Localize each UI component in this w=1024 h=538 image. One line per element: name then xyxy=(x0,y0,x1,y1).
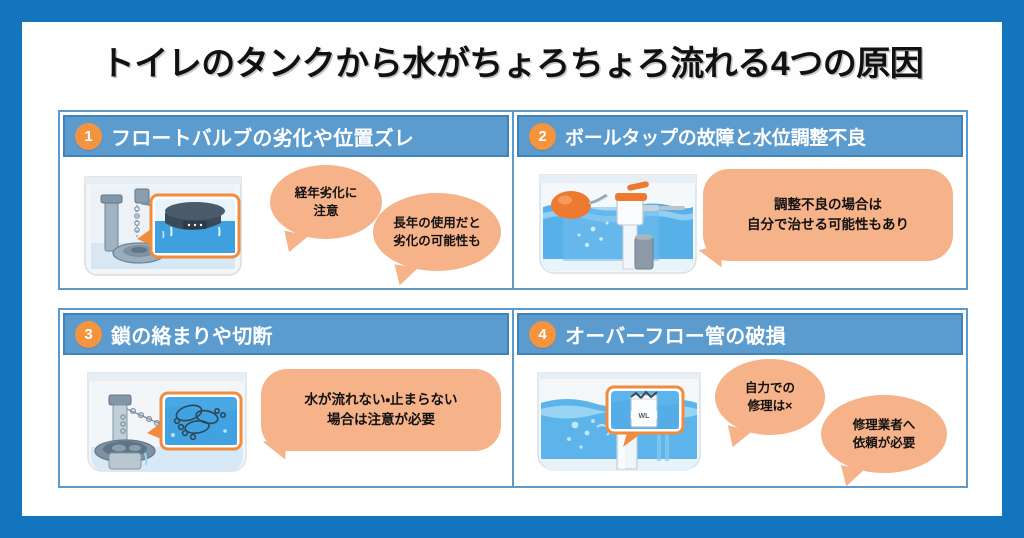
card-1-bubble-1: 経年劣化に 注意 xyxy=(270,165,382,256)
bubble-tail xyxy=(722,425,753,451)
cause-card-4: 4 オーバーフロー管の破損 xyxy=(512,308,968,489)
chain-illustration xyxy=(81,361,253,477)
svg-text:WL: WL xyxy=(639,413,651,420)
content-panel: トイレのタンクから水がちょろちょろ流れる4つの原因 1 フロートバルブの劣化や位… xyxy=(22,22,1002,516)
card-1-number-badge: 1 xyxy=(75,122,102,150)
card-2-header: 2 ボールタップの故障と水位調整不良 xyxy=(517,115,963,157)
card-4-bubble-2-text: 修理業者へ 依頼が必要 xyxy=(852,417,916,450)
bubble-tail xyxy=(280,230,309,256)
card-1-bubble-2: 長年の使用だと 劣化の可能性も xyxy=(373,193,501,288)
card-4-title: オーバーフロー管の破損 xyxy=(565,325,786,348)
card-4-bubble-1-text: 自力での 修理は× xyxy=(744,380,795,413)
overflow-pipe-illustration: WL xyxy=(531,359,707,477)
card-3-body: 水が流れない・止まらない 場合は注意が必要 xyxy=(63,355,509,484)
card-4-bubble-2: 修理業者へ 依頼が必要 xyxy=(821,395,947,489)
bubble-tail xyxy=(698,244,728,272)
card-1-title: フロートバルブの劣化や位置ズレ xyxy=(111,127,414,150)
card-2-title: ボールタップの故障と水位調整不良 xyxy=(565,127,866,149)
card-3-number-badge: 3 xyxy=(75,320,102,348)
card-1-bubble-2-text: 長年の使用だと 劣化の可能性も xyxy=(393,215,481,248)
card-3-bubble-1-text: 水が流れない・止まらない 場合は注意が必要 xyxy=(304,392,458,427)
page-title: トイレのタンクから水がちょろちょろ流れる4つの原因 xyxy=(100,45,924,83)
bubble-tail xyxy=(262,436,292,464)
cause-card-2: 2 ボールタップの故障と水位調整不良 xyxy=(512,110,968,290)
card-2-body: 調整不良の場合は 自分で治せる可能性もあり xyxy=(517,157,963,286)
bubble-tail xyxy=(837,465,865,489)
card-4-header: 4 オーバーフロー管の破損 xyxy=(517,313,963,355)
card-2-bubble-1: 調整不良の場合は 自分で治せる可能性もあり xyxy=(698,169,953,272)
card-4-number-badge: 4 xyxy=(529,320,556,348)
float-valve-illustration xyxy=(79,165,247,277)
bubble-tail xyxy=(391,264,419,288)
card-4-body: WL 自力での 修理は× 修理業者へ 依頼が必要 xyxy=(517,355,963,489)
card-2-bubble-1-text: 調整不良の場合は 自分で治せる可能性もあり xyxy=(747,197,909,232)
card-3-bubble-1: 水が流れない・止まらない 場合は注意が必要 xyxy=(261,369,501,464)
ball-tap-illustration xyxy=(535,163,701,279)
card-3-title: 鎖の絡まりや切断 xyxy=(111,325,273,348)
card-4-bubble-1: 自力での 修理は× xyxy=(715,359,825,451)
card-1-bubble-1-text: 経年劣化に 注意 xyxy=(294,185,358,218)
card-2-number-badge: 2 xyxy=(529,122,556,150)
card-1-header: 1 フロートバルブの劣化や位置ズレ xyxy=(63,115,509,157)
cause-card-1: 1 フロートバルブの劣化や位置ズレ xyxy=(58,110,514,290)
card-1-body: 経年劣化に 注意 長年の使用だと 劣化の可能性も xyxy=(63,157,509,288)
card-3-header: 3 鎖の絡まりや切断 xyxy=(63,313,509,355)
cause-card-3: 3 鎖の絡まりや切断 xyxy=(58,308,514,488)
